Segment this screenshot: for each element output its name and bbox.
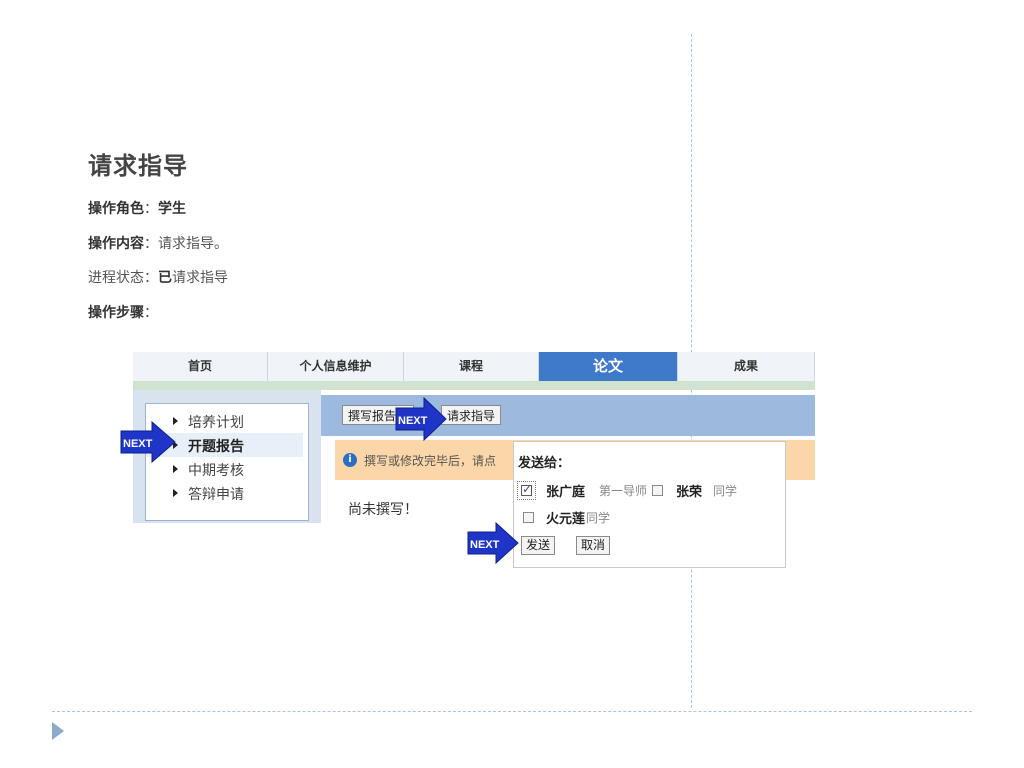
field-role: 操作角色：学生: [88, 201, 186, 217]
nav-underline: [133, 381, 815, 390]
slide-corner-triangle-icon: [52, 722, 64, 740]
recipient-name: 张荣: [676, 485, 703, 500]
send-to-popup: [513, 441, 786, 568]
recipient-checkbox-zhangguangting[interactable]: [521, 482, 532, 496]
triangle-bullet-icon: [173, 417, 178, 425]
field-status-value: 请求指导: [172, 270, 228, 286]
popup-title: 发送给：: [518, 456, 571, 471]
triangle-bullet-icon: [173, 465, 178, 473]
recipient-name: 张广庭: [546, 485, 586, 500]
recipient-checkbox-zhangrong[interactable]: [652, 485, 663, 496]
next-arrow-icon: NEXT: [395, 397, 447, 441]
page-title: 请求指导: [88, 152, 188, 180]
sidebar-item-label: 中期考核: [188, 463, 244, 479]
next-arrow-label: NEXT: [398, 415, 428, 427]
field-status: 进程状态：已请求指导: [88, 270, 228, 286]
field-status-key: 进程状态: [88, 270, 144, 286]
field-content-key: 操作内容: [88, 236, 144, 252]
recipient-role: 第一导师: [599, 484, 648, 498]
info-icon: i: [343, 453, 357, 467]
sidebar-item-label: 开题报告: [188, 439, 244, 455]
field-content-value: 请求指导。: [158, 236, 228, 252]
sidebar-item-plan[interactable]: 培养计划: [146, 409, 303, 433]
recipient-checkbox-huoyuanlian[interactable]: [523, 512, 534, 523]
field-role-value: 学生: [158, 201, 186, 217]
tab-home[interactable]: 首页: [133, 352, 268, 381]
tab-personal-info[interactable]: 个人信息维护: [268, 352, 404, 381]
next-arrow-label: NEXT: [470, 539, 500, 551]
sidebar-item-label: 培养计划: [188, 415, 244, 431]
send-button[interactable]: 发送: [521, 536, 556, 555]
recipient-role: 同学: [713, 484, 738, 498]
tab-thesis[interactable]: 论文: [539, 352, 678, 381]
field-role-key: 操作角色: [88, 201, 144, 217]
triangle-bullet-icon: [173, 441, 178, 449]
empty-status-text: 尚未撰写！: [348, 502, 418, 518]
next-arrow-icon: NEXT: [120, 421, 176, 463]
sidebar-item-midterm[interactable]: 中期考核: [146, 457, 303, 481]
slide-horizontal-guide: [52, 711, 972, 712]
field-content: 操作内容：请求指导。: [88, 236, 228, 252]
request-guidance-button[interactable]: 请求指导: [441, 405, 502, 425]
field-steps-key: 操作步骤: [88, 305, 144, 321]
main-nav: 首页 个人信息维护 课程 论文 成果: [133, 352, 815, 381]
tab-achievements[interactable]: 成果: [678, 352, 815, 381]
sidebar-item-label: 答辩申请: [188, 487, 244, 503]
triangle-bullet-icon: [173, 489, 178, 497]
field-status-value-strong: 已: [158, 270, 172, 286]
tab-courses[interactable]: 课程: [404, 352, 539, 381]
recipient-role: 同学: [586, 511, 611, 525]
sidebar-item-defense[interactable]: 答辩申请: [146, 481, 303, 505]
field-steps: 操作步骤：: [88, 305, 158, 321]
recipient-name: 火元莲: [546, 512, 586, 527]
next-arrow-label: NEXT: [123, 438, 153, 450]
cancel-button[interactable]: 取消: [576, 536, 611, 555]
next-arrow-icon: NEXT: [467, 522, 519, 564]
notice-text: 撰写或修改完毕后，请点: [364, 454, 497, 468]
